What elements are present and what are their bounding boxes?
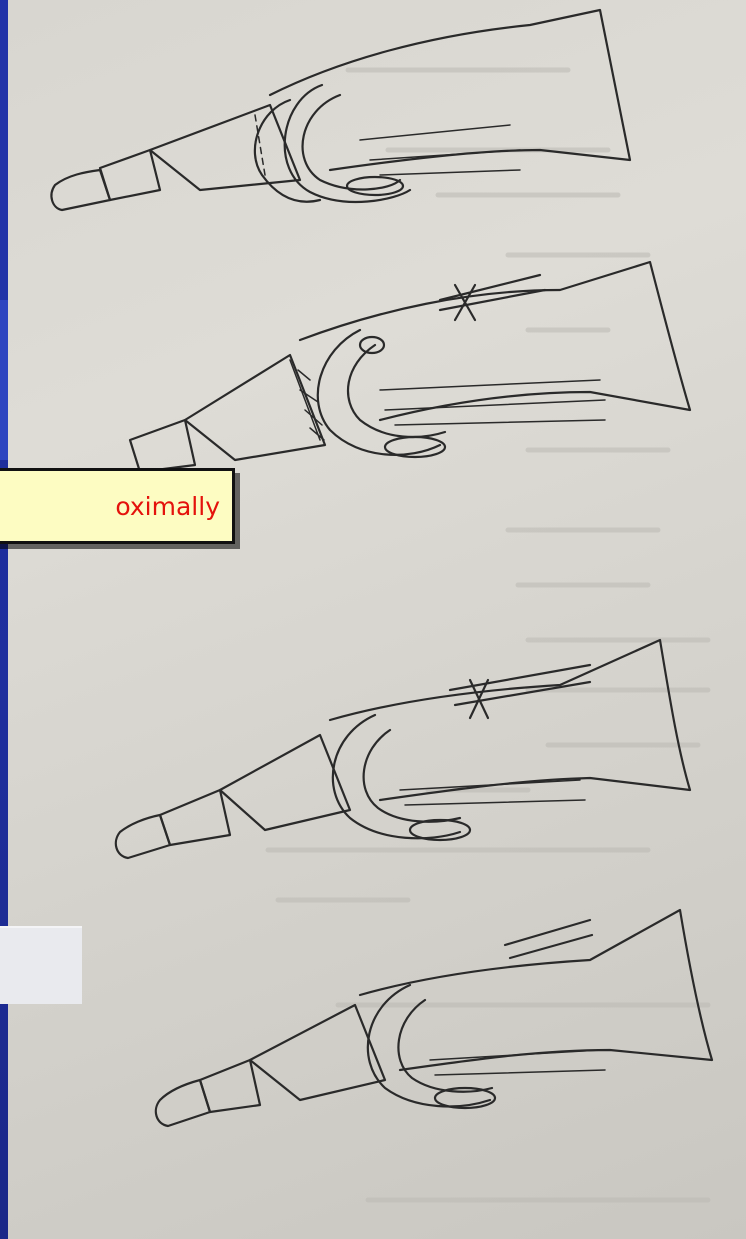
drawings-svg	[8, 0, 746, 1239]
callout-box: oximally	[0, 468, 235, 544]
background-text-lines	[268, 70, 708, 1200]
finger-drawing-2	[130, 262, 690, 472]
finger-drawing-1	[51, 10, 630, 210]
finger-drawing-4	[156, 910, 712, 1126]
callout-text: oximally	[115, 492, 220, 521]
slide-edge-top	[0, 0, 8, 300]
finger-drawing-3	[116, 640, 690, 858]
scanned-page-photo	[8, 0, 746, 1239]
slide-edge-mid	[0, 300, 8, 460]
label-box	[0, 926, 82, 1004]
